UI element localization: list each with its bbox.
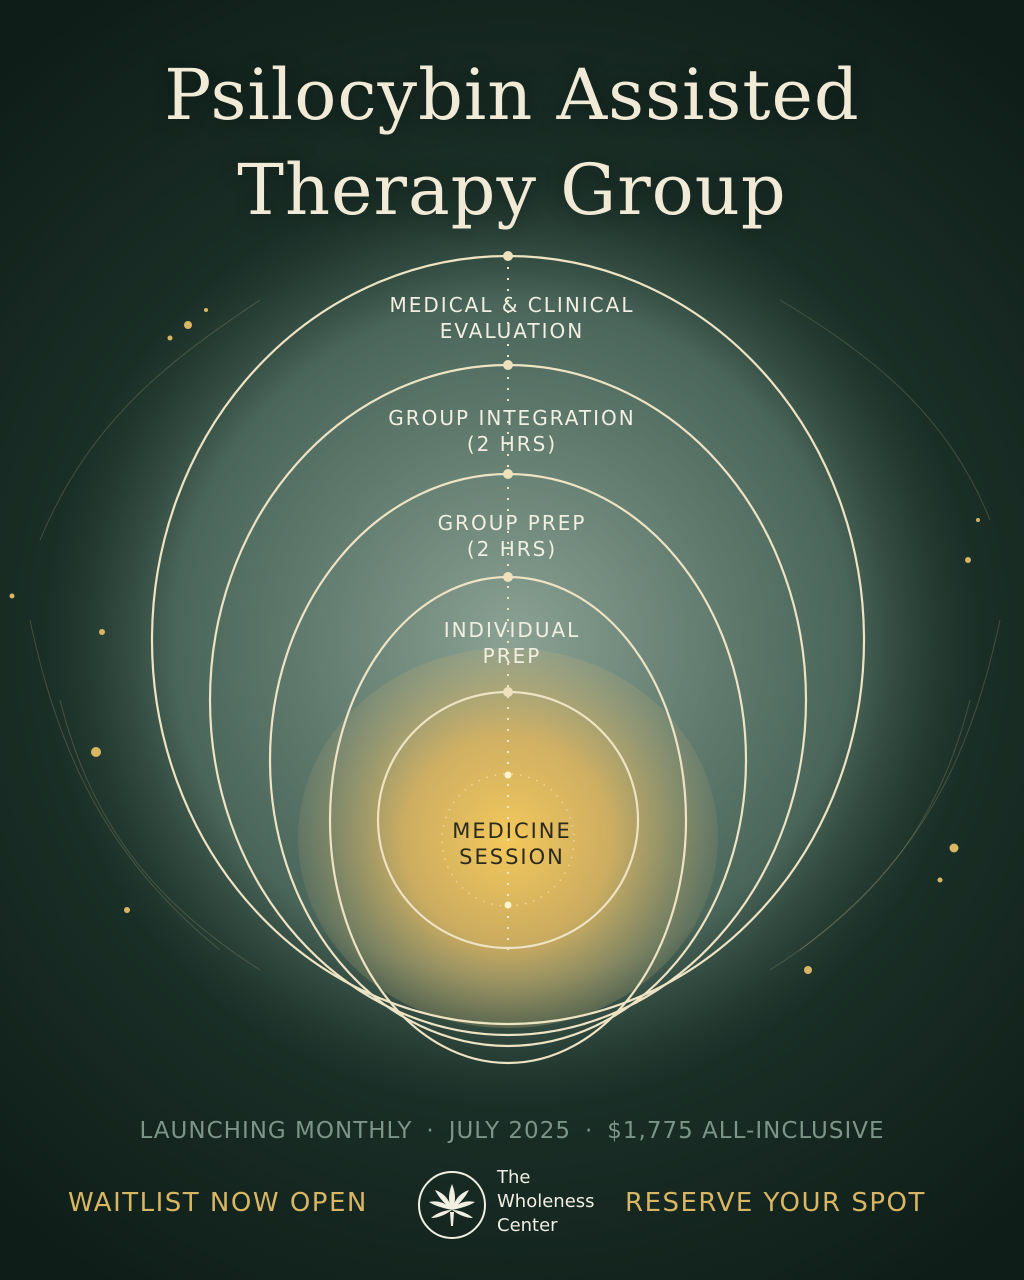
brand-logo-text: The Wholeness Center (497, 1166, 595, 1238)
stage-label-evaluation: MEDICAL & CLINICAL EVALUATION (312, 292, 712, 344)
info-price: $1,775 ALL-INCLUSIVE (607, 1118, 885, 1144)
stage-label-individual-prep: INDIVIDUAL PREP (312, 617, 712, 669)
stage-label-line: MEDICINE (452, 819, 572, 843)
stage-label-medicine-session: MEDICINE SESSION (312, 818, 712, 870)
brand-line: Center (497, 1215, 558, 1236)
core-marker-dot (504, 771, 512, 779)
stage-label-line: GROUP INTEGRATION (388, 406, 636, 430)
lotus-leaf-icon (418, 1171, 486, 1239)
stage-label-line: PREP (482, 644, 542, 668)
page-title-line-1: Psilocybin Assisted (164, 54, 860, 136)
stage-label-line: EVALUATION (439, 319, 585, 343)
stage-marker-dot (503, 251, 513, 261)
reserve-spot-link[interactable]: RESERVE YOUR SPOT (625, 1188, 926, 1218)
brand-line: Wholeness (497, 1191, 595, 1212)
program-info: LAUNCHING MONTHLY · JULY 2025 · $1,775 ALL-I… (0, 1118, 1024, 1144)
stage-marker-dot (503, 572, 513, 582)
stage-marker-dot (503, 469, 513, 479)
stage-label-line: INDIVIDUAL (443, 618, 581, 642)
stage-label-line: GROUP PREP (437, 511, 587, 535)
page-title-line-2: Therapy Group (237, 149, 787, 231)
stage-marker-dot (503, 687, 513, 697)
flow-lines (29, 299, 1001, 971)
waitlist-link[interactable]: WAITLIST NOW OPEN (68, 1188, 368, 1218)
info-separator: · (426, 1118, 435, 1144)
stage-marker-dot (503, 360, 513, 370)
stage-label-line: SESSION (459, 845, 565, 869)
stage-label-line: (2 HRS) (466, 432, 558, 456)
gold-particles (9, 308, 980, 974)
info-separator: · (584, 1118, 594, 1144)
stage-label-group-prep: GROUP PREP (2 HRS) (312, 510, 712, 562)
stage-markers (503, 251, 513, 909)
info-cadence: LAUNCHING MONTHLY (139, 1118, 413, 1144)
stage-label-line: (2 HRS) (466, 537, 558, 561)
stage-label-line: MEDICAL & CLINICAL (389, 293, 635, 317)
core-marker-dot (504, 901, 512, 909)
stage-label-integration: GROUP INTEGRATION (2 HRS) (312, 405, 712, 457)
brand-line: The (497, 1167, 531, 1188)
info-date: JULY 2025 (448, 1118, 571, 1144)
core-dotted-ring (441, 773, 575, 907)
